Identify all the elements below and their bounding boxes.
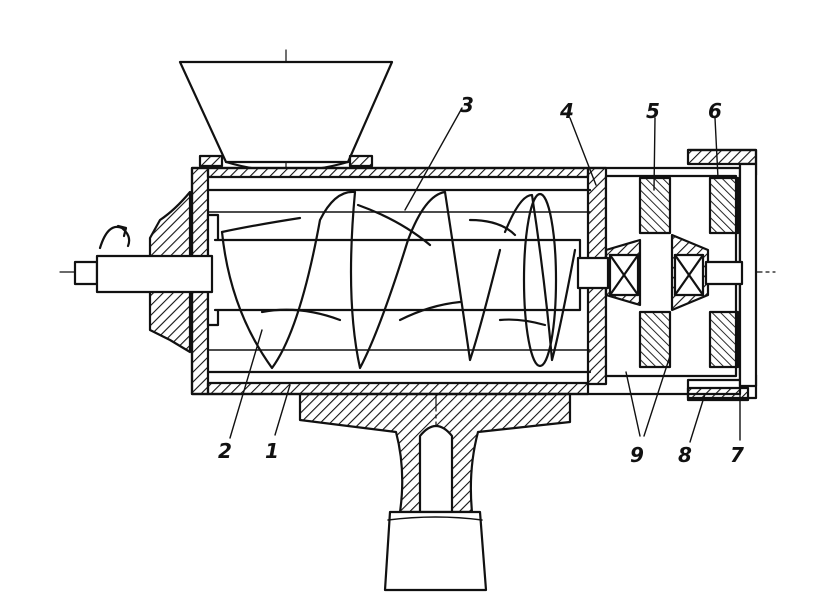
label-6: 6	[708, 99, 722, 123]
stand	[298, 392, 572, 592]
grinding-head	[576, 148, 758, 402]
label-4: 4	[559, 99, 574, 123]
part-labels: 1 2 3 4 5 6 7 8 9	[218, 93, 744, 467]
feed-hopper	[178, 60, 394, 173]
auger-screw	[213, 190, 582, 370]
leader-lines	[229, 107, 741, 443]
label-9: 9	[630, 443, 644, 467]
drive-shaft	[73, 224, 214, 294]
label-7: 7	[730, 443, 744, 467]
label-3: 3	[460, 93, 474, 117]
label-1: 1	[265, 439, 279, 463]
label-8: 8	[678, 443, 692, 467]
label-5: 5	[646, 99, 660, 123]
label-2: 2	[218, 439, 232, 463]
